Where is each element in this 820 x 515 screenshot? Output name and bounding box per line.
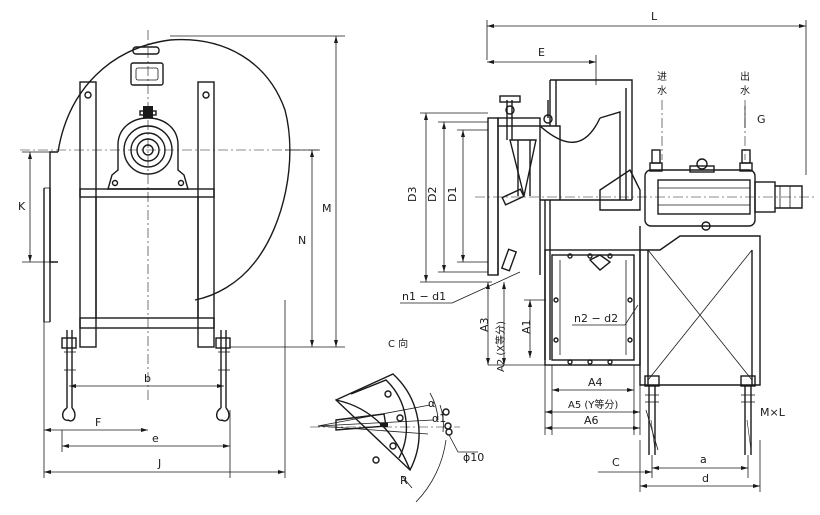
dim-A1: A1 <box>520 319 533 334</box>
dim-F: F <box>95 416 101 429</box>
dim-E: E <box>538 46 545 59</box>
label-n2-d2: n2 − d2 <box>574 312 618 325</box>
dim-d: d <box>702 472 709 485</box>
view-c-title: C 向 <box>388 337 408 350</box>
anchor-bolt-right <box>215 330 231 422</box>
foundation-bolt-right <box>741 386 755 455</box>
outlet-flange <box>544 249 641 366</box>
svg-text:水: 水 <box>657 85 667 97</box>
label-n1-d1: n1 − d1 <box>402 290 446 303</box>
dim-C: C <box>612 456 620 469</box>
dim-e: e <box>152 432 159 445</box>
dim-A3: A3 <box>478 317 491 332</box>
radius-R: R <box>400 474 408 487</box>
volute-casing <box>57 38 291 301</box>
dim-D3: D3 <box>406 187 419 202</box>
dim-a: a <box>700 453 707 466</box>
anchor-bolt-left <box>61 330 77 422</box>
hole-phi10: ϕ10 <box>463 451 484 464</box>
dim-M: M <box>322 202 332 215</box>
view-c-detail: C 向 α α1 ϕ10 R <box>310 337 484 503</box>
side-view: L E 进 水 出 水 G <box>400 10 815 492</box>
dim-L: L <box>651 10 658 23</box>
dim-J: J <box>157 457 161 470</box>
right-post <box>197 81 215 348</box>
dim-A6: A6 <box>584 414 599 427</box>
dim-N: N <box>298 234 306 247</box>
left-post <box>79 81 97 348</box>
dim-MxL: M×L <box>760 406 786 419</box>
dim-A5: A5 (Y等分) <box>568 398 618 411</box>
angle-alpha1: α1 <box>432 412 446 425</box>
dim-K: K <box>18 200 26 213</box>
label-inlet: 进 <box>657 71 667 83</box>
front-view: K M N b F e J <box>18 30 345 478</box>
label-outlet: 出 <box>740 70 750 83</box>
dim-D1: D1 <box>446 187 459 202</box>
angle-alpha: α <box>428 397 435 410</box>
dim-D2: D2 <box>426 187 439 202</box>
dim-b: b <box>144 372 151 385</box>
cooling-jacket <box>644 169 756 227</box>
dim-A4: A4 <box>588 376 603 389</box>
foundation-bolt-left <box>645 386 659 455</box>
dim-A2: A2 (X等分) <box>494 321 507 372</box>
dim-G: G <box>757 113 766 126</box>
bearing-housing <box>107 117 189 190</box>
inlet-flange <box>487 117 499 276</box>
svg-text:水: 水 <box>740 85 750 97</box>
